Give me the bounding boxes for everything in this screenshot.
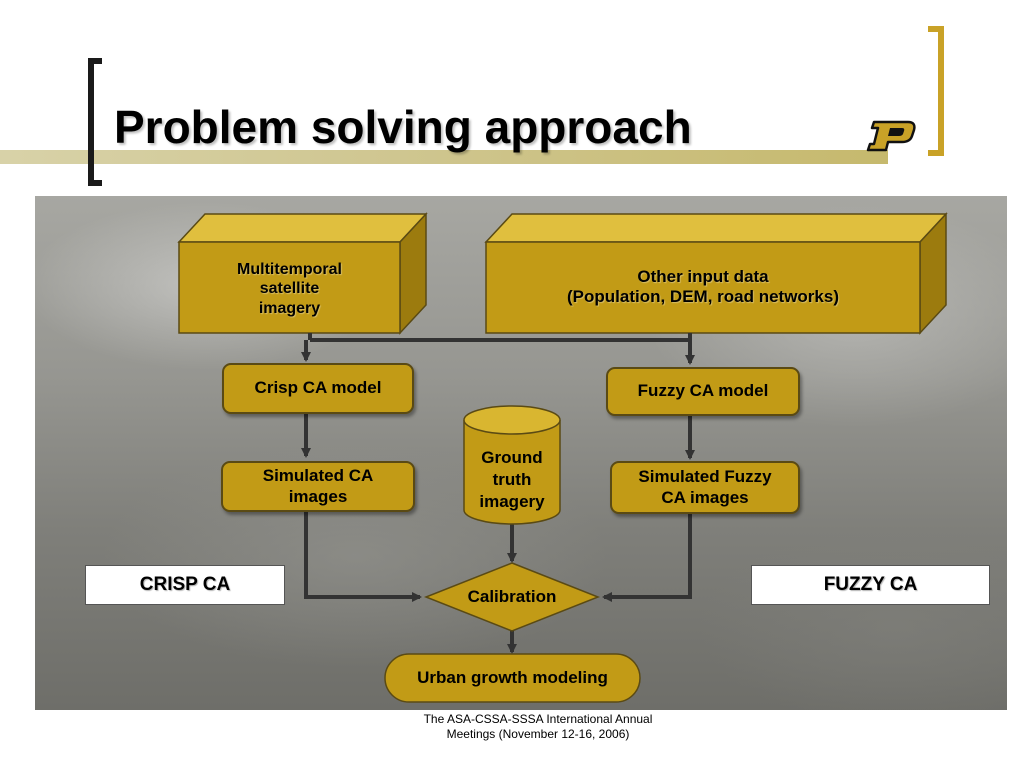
satellite-input-box <box>177 212 428 335</box>
simulated-fuzzy-box <box>610 461 800 514</box>
page-title: Problem solving approach <box>114 101 692 153</box>
crisp-model-box <box>222 363 414 414</box>
arrow-crisp-to-calibration <box>304 512 422 602</box>
simulated-fuzzy-label: Simulated Fuzzy CA images <box>638 467 772 507</box>
other-input-box <box>484 212 948 335</box>
left-bracket-decoration <box>88 58 102 186</box>
ground-truth-cylinder <box>463 405 561 525</box>
crisp-ca-label-box: CRISP CA <box>85 565 285 605</box>
fuzzy-model-box <box>606 367 800 416</box>
calibration-diamond <box>423 562 601 632</box>
input-connectors <box>308 333 692 342</box>
fuzzy-ca-label-box: FUZZY CA <box>751 565 990 605</box>
title-accent-bar <box>0 150 888 164</box>
urban-growth-oval <box>384 653 641 703</box>
arrow-fuzzy-to-calibration <box>602 514 692 602</box>
purdue-logo-icon <box>866 120 916 152</box>
footer-citation: The ASA-CSSA-SSSA International Annual M… <box>352 712 724 742</box>
simulated-crisp-box <box>221 461 415 512</box>
right-bracket-decoration <box>928 26 944 156</box>
crisp-model-label: Crisp CA model <box>254 378 382 398</box>
ground-truth-label: Ground truth imagery <box>479 447 545 512</box>
footer-line-1: The ASA-CSSA-SSSA International Annual <box>423 712 653 726</box>
fuzzy-model-label: Fuzzy CA model <box>637 381 769 401</box>
footer-line-2: Meetings (November 12-16, 2006) <box>446 727 630 741</box>
urban-growth-label: Urban growth modeling <box>417 667 608 687</box>
calibration-label: Calibration <box>467 586 557 606</box>
simulated-crisp-label: Simulated CA images <box>262 466 374 506</box>
other-input-label: Other input data (Population, DEM, road … <box>566 266 839 306</box>
satellite-input-label: Multitemporal satellite imagery <box>237 261 342 317</box>
